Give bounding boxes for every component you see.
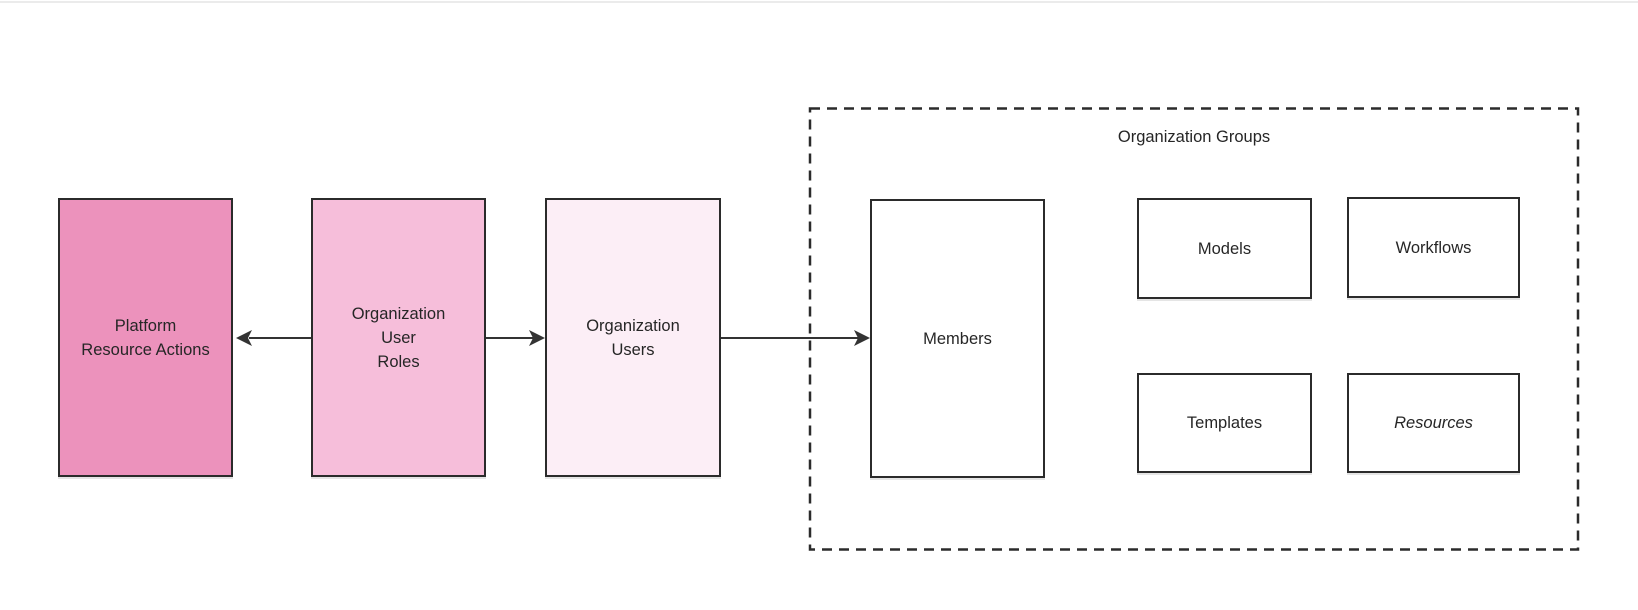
arrowhead-right-icon bbox=[529, 330, 545, 346]
node-label: Resources bbox=[1394, 414, 1473, 432]
node-label: Platform Resource Actions bbox=[81, 316, 210, 359]
node-resources: Resources bbox=[1347, 373, 1520, 473]
node-workflows: Workflows bbox=[1347, 197, 1520, 298]
arrowhead-left-icon bbox=[236, 330, 252, 346]
organization-groups-title: Organization Groups bbox=[1117, 128, 1271, 146]
node-platform-resource-actions: Platform Resource Actions bbox=[58, 198, 233, 477]
node-label: Members bbox=[923, 329, 992, 348]
node-label: Organization User Roles bbox=[351, 304, 446, 371]
arrow-users-to-members bbox=[721, 330, 870, 346]
node-label: Templates bbox=[1186, 414, 1263, 432]
arrow-roles-to-users bbox=[486, 330, 545, 346]
arrowhead-right-icon bbox=[854, 330, 870, 346]
node-templates: Templates bbox=[1137, 373, 1312, 473]
node-organization-user-roles: Organization User Roles bbox=[311, 198, 486, 477]
node-label: Organization Users bbox=[586, 316, 680, 359]
node-models: Models bbox=[1137, 198, 1312, 299]
node-organization-users: Organization Users bbox=[545, 198, 721, 477]
top-divider bbox=[0, 1, 1638, 3]
node-label: Workflows bbox=[1395, 238, 1472, 257]
node-label: Models bbox=[1197, 239, 1252, 258]
arrow-roles-to-platform bbox=[236, 330, 311, 346]
node-members: Members bbox=[870, 199, 1045, 478]
